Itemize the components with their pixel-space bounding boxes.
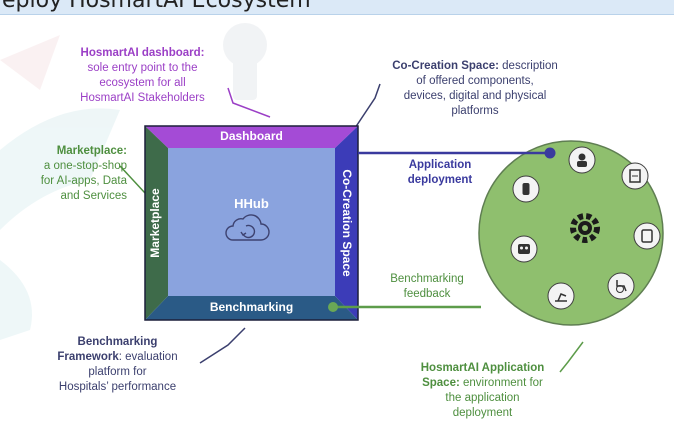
dashboard-annotation-title: HosmartAI dashboard: [80,47,205,59]
bench-feedback-arrow-dot [328,302,338,312]
appspace-callout-line [559,341,584,373]
app-deployment-text: Application deployment [390,158,490,188]
app-space-title: HosmartAI Application [420,362,545,374]
marketplace-label: Marketplace [148,188,162,258]
tablet-icon [633,222,661,250]
bench-framework-annotation: Benchmarking Framework: evaluation platf… [35,335,200,395]
hhub-center[interactable] [168,148,335,296]
app-space-title2: Space: [422,377,460,389]
gear-center-icon [570,213,600,243]
bench-feedback-line: feedback [403,288,451,300]
bench-feedback-line: Benchmarking [390,273,464,285]
marketplace-annotation-title: Marketplace: [56,145,127,157]
hub-outline [144,125,359,321]
cocreation-annotation-line: of offered components, [416,75,534,87]
cocreation-annotation-line: platforms [451,105,499,117]
marketplace-annotation-line: for AI-apps, Data [40,175,127,187]
benchmarking-panel[interactable] [145,296,358,320]
clipboard-icon [621,162,649,190]
dashboard-annotation-line: HosmartAI Stakeholders [80,92,205,104]
bench-feedback-text: Benchmarking feedback [372,272,482,302]
dashboard-annotation: HosmartAI dashboard: sole entry point to… [55,46,230,106]
wheelchair-icon [607,272,635,300]
bench-framework-line: platform for [88,366,147,378]
robot-arm-icon [547,282,575,310]
partial-title: eploy HosmartAI Ecosystem [2,0,311,13]
app-space-line: the application [445,392,520,404]
marketplace-annotation-line: and Services [60,190,127,202]
app-space-annotation: HosmartAI Application Space: environment… [400,361,565,421]
cocreation-label: Co-Creation Space [340,169,354,277]
cocreation-annotation-line: devices, digital and physical [403,90,547,102]
app-space-line: deployment [452,407,513,419]
doctor-icon [568,146,596,174]
bench-framework-line: Hospitals’ performance [58,381,177,393]
background-decoration [0,23,267,340]
cocreation-annotation: Co-Creation Space: description of offere… [375,59,575,119]
cocreation-annotation-title: Co-Creation Space: [392,60,499,72]
marketplace-annotation-line: a one-stop-shop [43,160,127,172]
dashboard-annotation-line: sole entry point to the [87,62,198,74]
cloud-sync-icon [225,214,270,241]
marketplace-panel[interactable] [145,126,168,320]
benchmarking-label: Benchmarking [209,300,294,314]
dashboard-panel[interactable] [145,126,358,148]
bench-framework-title: Benchmarking [77,336,158,348]
title-bar: eploy HosmartAI Ecosystem [0,0,674,15]
marketplace-callout-line [119,165,146,194]
bench-framework-rest: : evaluation [118,351,178,363]
dashboard-callout-line [227,87,271,118]
cocreation-annotation-rest: description [498,60,558,72]
hhub-label: HHub [234,196,269,211]
cocreation-panel[interactable] [335,126,358,320]
app-space-rest: environment for [459,377,543,389]
cocreation-callout-line [354,83,381,129]
bench-framework-title2: Framework [57,351,119,363]
app-deployment-line: deployment [407,174,473,186]
dashboard-annotation-line: ecosystem for all [99,77,186,89]
dashboard-label: Dashboard [220,129,283,143]
benchmarking-callout-line [199,327,246,364]
marketplace-annotation: Marketplace: a one-stop-shop for AI-apps… [5,144,127,204]
robot-icon [510,235,538,263]
smartwatch-icon [512,175,540,203]
app-deployment-line: Application [408,159,472,171]
app-deployment-arrow-dot [544,147,556,159]
